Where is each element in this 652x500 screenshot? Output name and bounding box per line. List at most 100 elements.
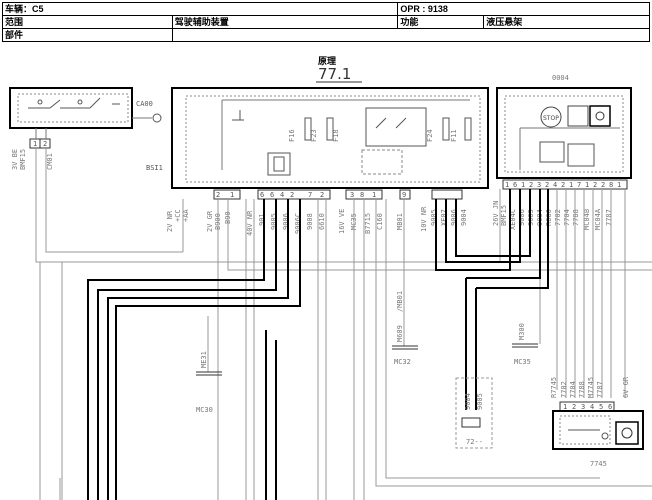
wire-label: 7787 [605,209,613,226]
unit-0004: 0004 STOP [496,74,632,179]
unit-pins: 1 6 1 2 3 2 4 2 1 7 1 2 2 8 1 [505,181,621,189]
thick-wires [87,189,549,500]
pin-7745: 6 [608,403,612,411]
switch-9005: 9005 [476,393,484,410]
wire-label: MB01 [396,213,404,230]
wire-label: 26V JN [492,201,500,226]
unit-pin: 2 [545,181,549,189]
unit-pin: 1 [521,181,525,189]
wire-label: 9008 [306,213,314,230]
bsi-pin: 6 [270,191,274,199]
fuse-f11: F11 [450,129,458,142]
fuse-f18: F18 [332,129,340,142]
fuse-f23: F23 [310,129,318,142]
switch-9004: 9004 [464,393,472,410]
ground-mc35: MC35 [514,358,531,366]
wire-label: 7702 [560,381,568,398]
bsi-pin: 2 [320,191,324,199]
bsi-pin: 3 [350,191,354,199]
pin-7745: 2 [572,403,576,411]
wire-label: 2V GR [206,210,214,232]
wire-label: 9006 [518,209,526,226]
ca00-label: CA00 [136,100,153,108]
wire-label: 16V VE [338,209,346,234]
ground-mc30: MC30 [196,406,213,414]
fuse-f16: F16 [288,129,296,142]
wire-label: 7702 [554,209,562,226]
ground-me31: ME31 [200,351,208,368]
wire-label: R7745 [550,377,558,398]
wire-label: 10V NR [420,206,428,232]
wire-label: 7788 [572,209,580,226]
bsi-pin: 1 [372,191,376,199]
wire-label: 9006 [450,209,458,226]
left-conn-cm01: CM01 [46,153,54,170]
wire-label: +AA [182,209,190,222]
pin-7745: 4 [590,403,594,411]
unit-pin: 2 [529,181,533,189]
ground-mb01: /MB01 [396,291,404,312]
unit-pin: 1 [585,181,589,189]
left-conn-3vbe: 3V BE [11,149,19,170]
unit-pin: 2 [593,181,597,189]
fuse-f24: F24 [426,129,434,142]
wire-label: MC04A [594,208,602,230]
ca00-component: CA00 [9,87,162,129]
ground-symbols [196,343,538,376]
wire-label: 7704 [563,209,571,226]
bsi-pins: 2 1 6 6 4 2 7 2 3 8 1 9 [216,191,406,199]
principle-label: 原理 [318,56,336,67]
bsi-pin: 2 [216,191,220,199]
wire-label: 6610 [318,213,326,230]
pin-7745: 1 [563,403,567,411]
wire-label: 7704 [569,381,577,398]
switch-72: 72-- [466,438,483,446]
bsi-pin: 2 [290,191,294,199]
unit-pin: 7 [577,181,581,189]
left-pin-2: 2 [43,140,47,148]
wire-label: M7745 [587,377,595,398]
bsi-pin: 1 [230,191,234,199]
unit-pin: 2 [601,181,605,189]
part-value [171,28,651,42]
wire-label: 2V NR [166,210,174,232]
pin-7745: 5 [599,403,603,411]
left-pin-1: 1 [33,140,37,148]
unit-pin: 4 [553,181,557,189]
wire-label: XE04C [509,209,517,230]
part-label: 部件 [2,28,173,42]
unit-pin: 1 [617,181,621,189]
principle-number: 77.1 [318,65,351,83]
wire-label: 7787 [596,381,604,398]
ground-m300: M300 [518,323,526,340]
wire-label: +CC [174,209,182,222]
wire-label: BMF15 [500,205,508,226]
wire-label: 9006 [282,213,290,230]
pin-7745: 3 [581,403,585,411]
unit-7745-label: 7745 [590,460,607,468]
bsi-pin: 8 [360,191,364,199]
header-table: 车辆：C5 OPR : 9138 范围 驾驶辅助装置 功能 液压悬架 部件 [1,2,651,42]
unit-pin: 8 [609,181,613,189]
left-conn-bmf15: BMF15 [19,149,27,170]
wire-label: 9005 [270,213,278,230]
unit-7745: R7745 7702 7704 7788 M7745 7787 6V GR 1 … [550,376,644,468]
bsi-pin: 6 [260,191,264,199]
unit-pin: 1 [505,181,509,189]
wire-label: MC04B [583,209,591,230]
bsi-pin: 4 [280,191,284,199]
unit-pin: 3 [537,181,541,189]
switch-connector: 9004 9005 72-- [455,377,493,449]
unit-pin: 1 [569,181,573,189]
wire-label: B7715 [364,213,372,234]
wire-label: 9006C [294,213,302,234]
unit-0004-label: 0004 [552,74,569,82]
wire-label: 40V NR [246,210,254,236]
unit-pin: 6 [513,181,517,189]
wire-label: 9005 [430,209,438,226]
thin-wires [35,148,652,500]
bsi1-label: BSI1 [146,164,163,172]
bsi-pin: 7 [308,191,312,199]
wire-label: C160 [376,213,384,230]
